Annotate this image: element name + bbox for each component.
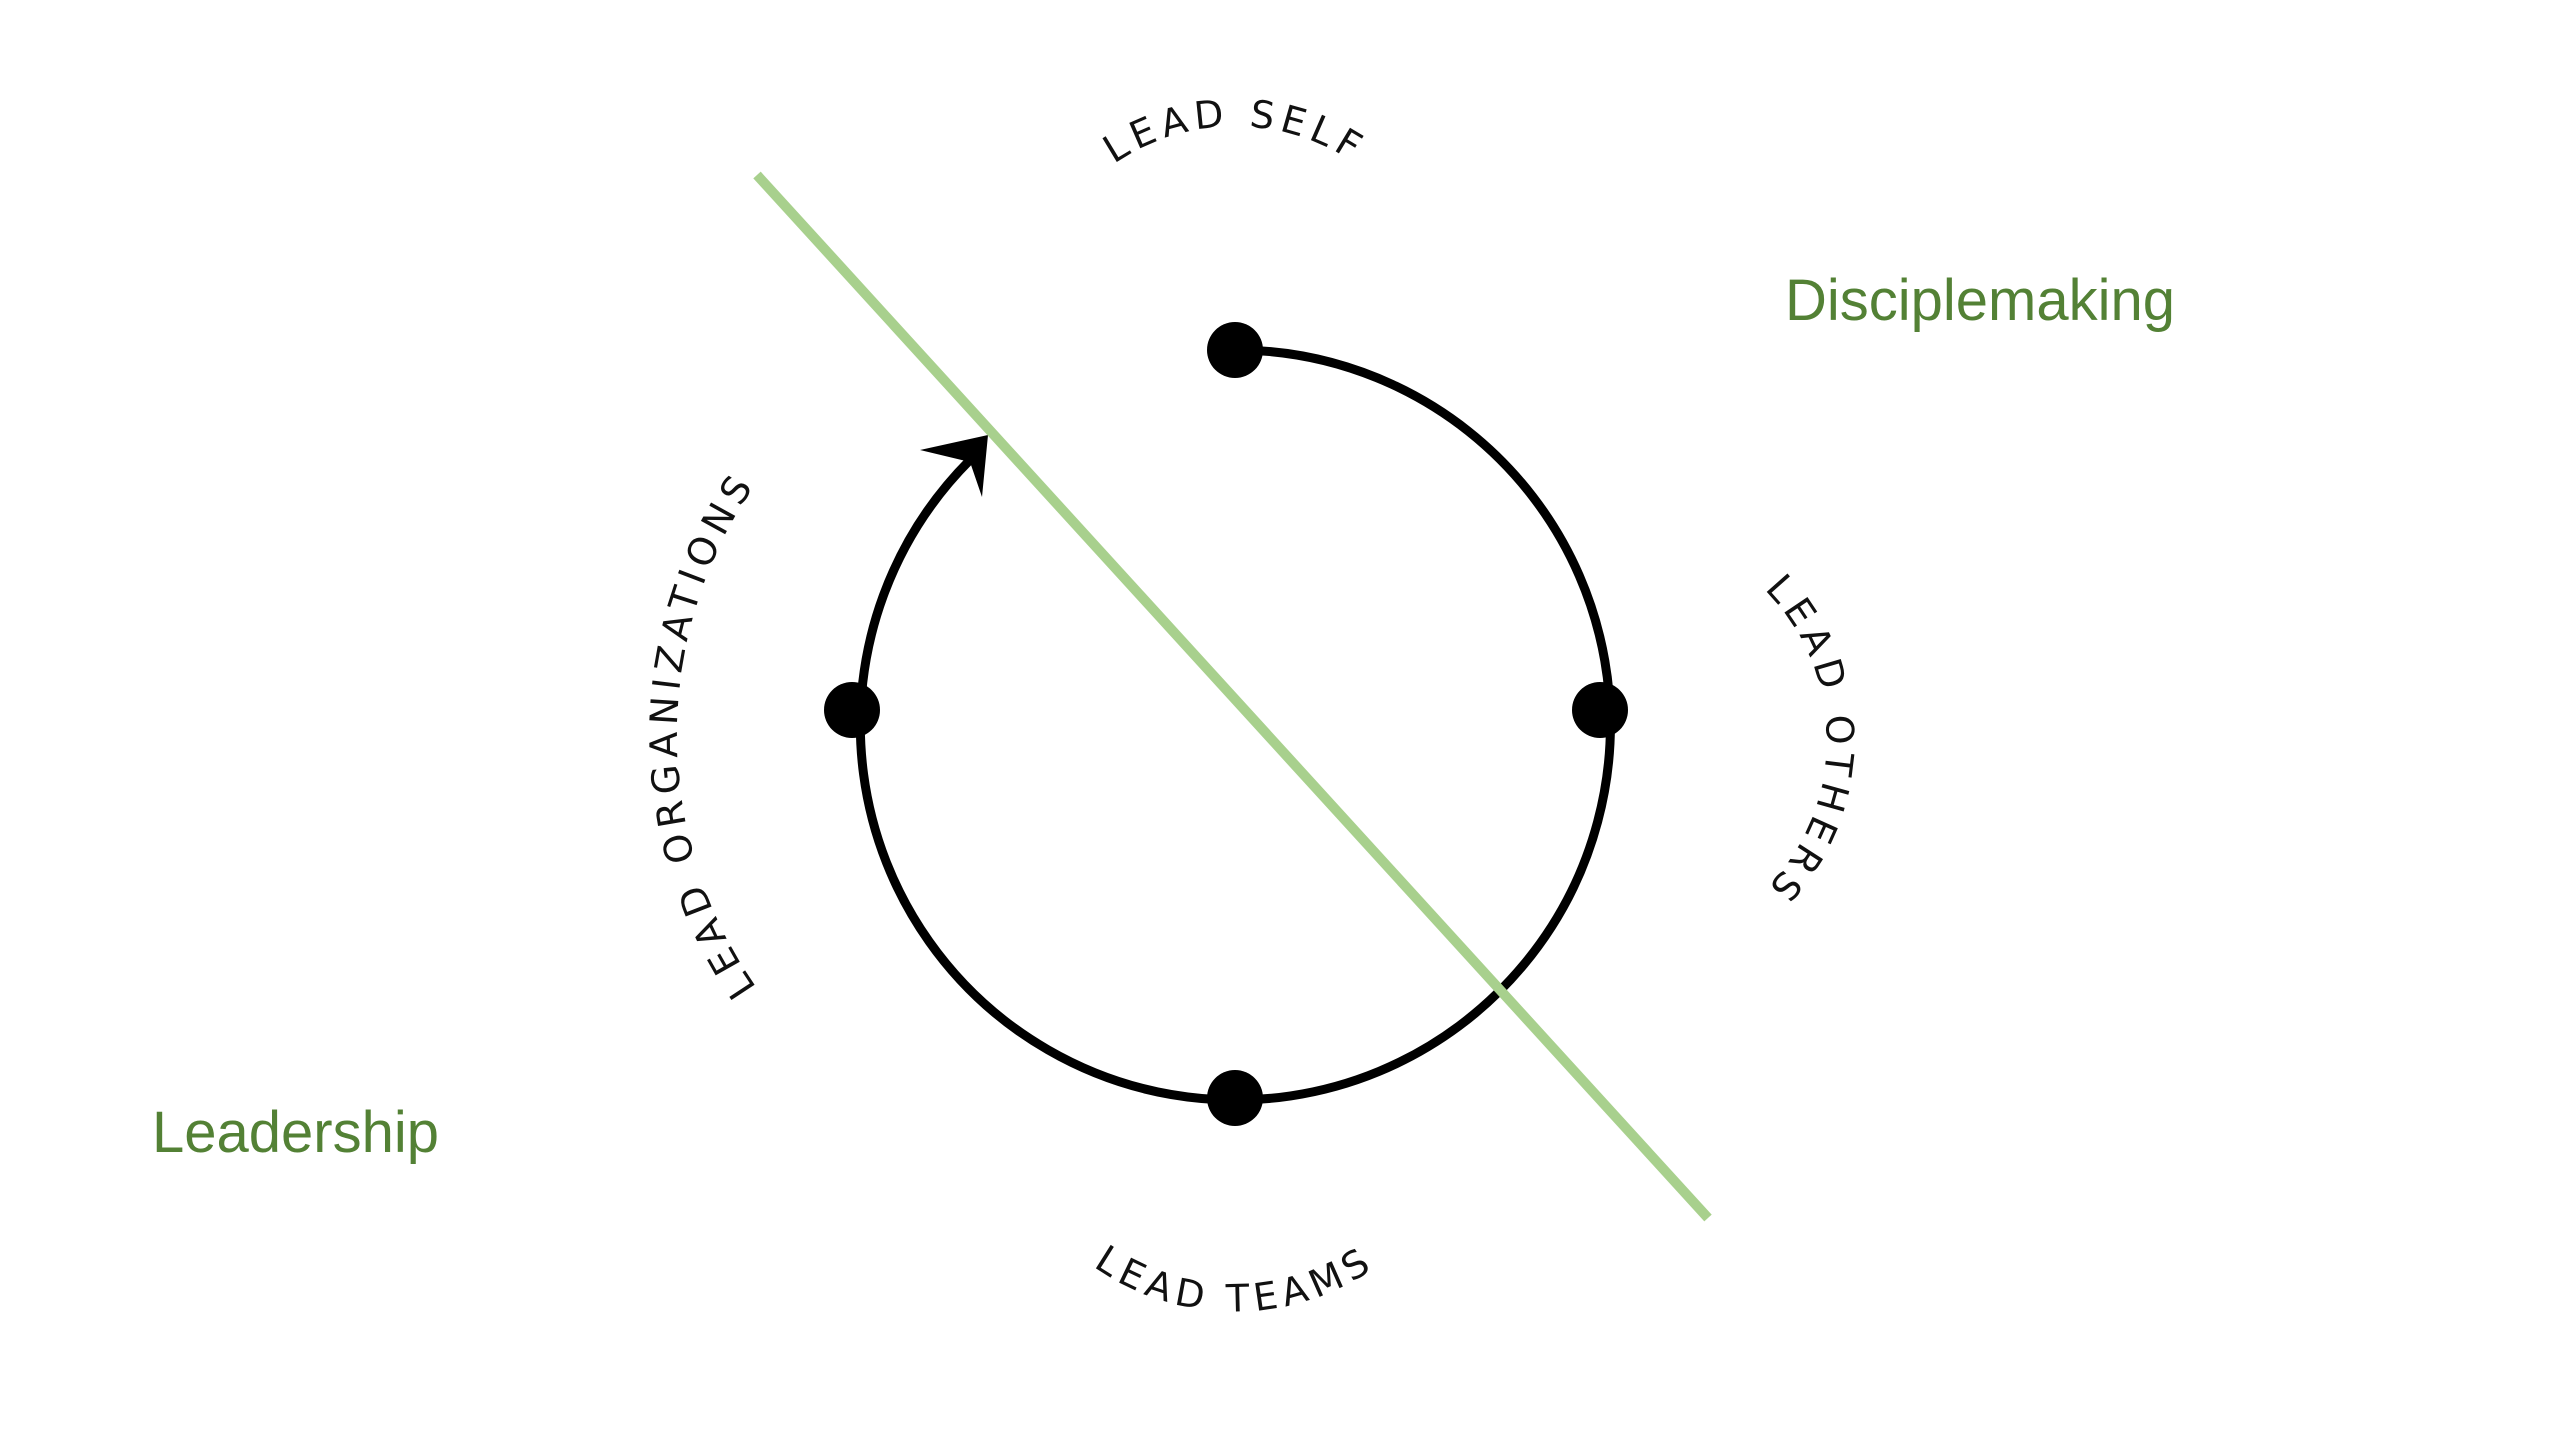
region-label-leadership: Leadership [152,1100,439,1165]
dot-icon [824,682,880,738]
stage-label-text: LEAD TEAMS [1088,1237,1376,1321]
dot-icon [1572,682,1628,738]
stage-label-lead-self: LEAD SELF [1096,91,1375,172]
region-label-disciplemaking: Disciplemaking [1785,268,2175,333]
stage-label-text: LEAD SELF [1096,91,1369,172]
stage-label-text: LEAD OTHERS [1757,566,1856,914]
stage-label-lead-teams: LEAD TEAMS [1088,1237,1382,1321]
cycle-arc [855,345,1615,1105]
dot-icon [1207,322,1263,378]
arrowhead-icon [920,435,988,497]
dot-icon [1207,1070,1263,1126]
divider-line [753,171,1712,1222]
stage-label-text: LEAD ORGANIZATIONS [642,463,758,1007]
stage-label-lead-organizations: LEAD ORGANIZATIONS [642,463,764,1007]
stage-label-lead-others: LEAD OTHERS [1757,566,1862,914]
